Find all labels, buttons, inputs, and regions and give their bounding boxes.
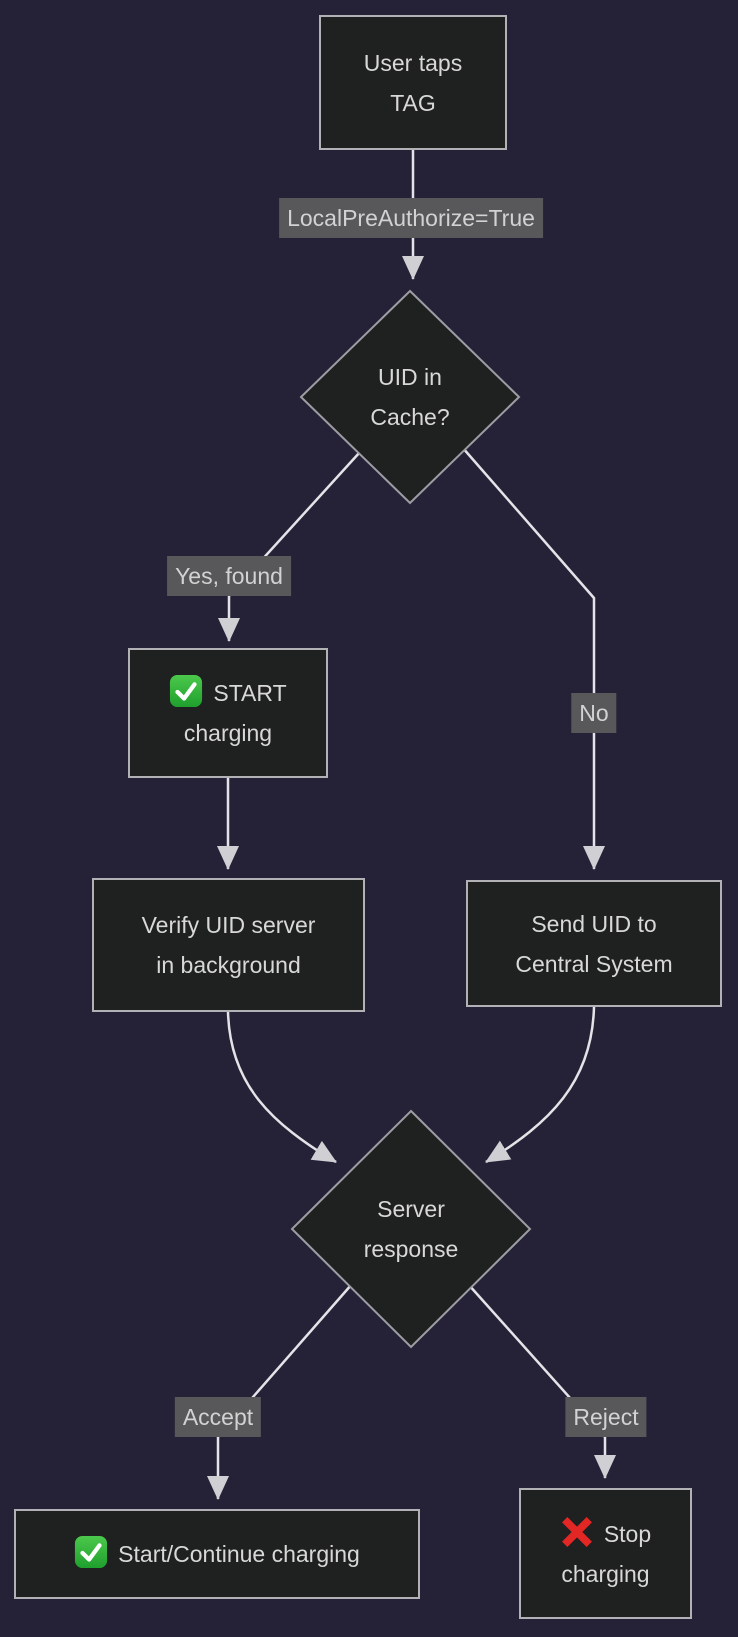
edge-cache-no xyxy=(461,446,605,870)
node-start-continue-charging: Start/Continue charging xyxy=(14,1509,420,1599)
edge-server-reject xyxy=(467,1283,616,1479)
edge-label-local-preauthorize: LocalPreAuthorize=True xyxy=(279,198,543,238)
edge-label-no: No xyxy=(571,693,617,733)
edge-label-accept: Accept xyxy=(174,1397,262,1437)
cross-mark-icon xyxy=(560,1515,594,1549)
edge-send-to-server xyxy=(485,1006,596,1164)
node-start-charging: START charging xyxy=(128,648,328,778)
check-mark-button-icon xyxy=(74,1535,108,1569)
edge-cache-yes xyxy=(218,451,361,642)
node-stop-charging-label: Stop charging xyxy=(561,1520,652,1587)
check-mark-button-icon xyxy=(169,674,203,708)
edge-label-yes-found: Yes, found xyxy=(167,556,291,596)
decision-uid-in-cache-shape xyxy=(299,289,521,505)
node-stop-charging: Stop charging xyxy=(519,1488,692,1619)
edge-verify-to-server xyxy=(226,1011,337,1164)
edge-label-reject: Reject xyxy=(565,1397,647,1437)
decision-server-response-shape xyxy=(290,1109,532,1349)
node-start-charging-label: START charging xyxy=(183,680,287,746)
edge-server-accept xyxy=(207,1283,353,1500)
node-start-continue-charging-label: Start/Continue charging xyxy=(118,1541,360,1567)
